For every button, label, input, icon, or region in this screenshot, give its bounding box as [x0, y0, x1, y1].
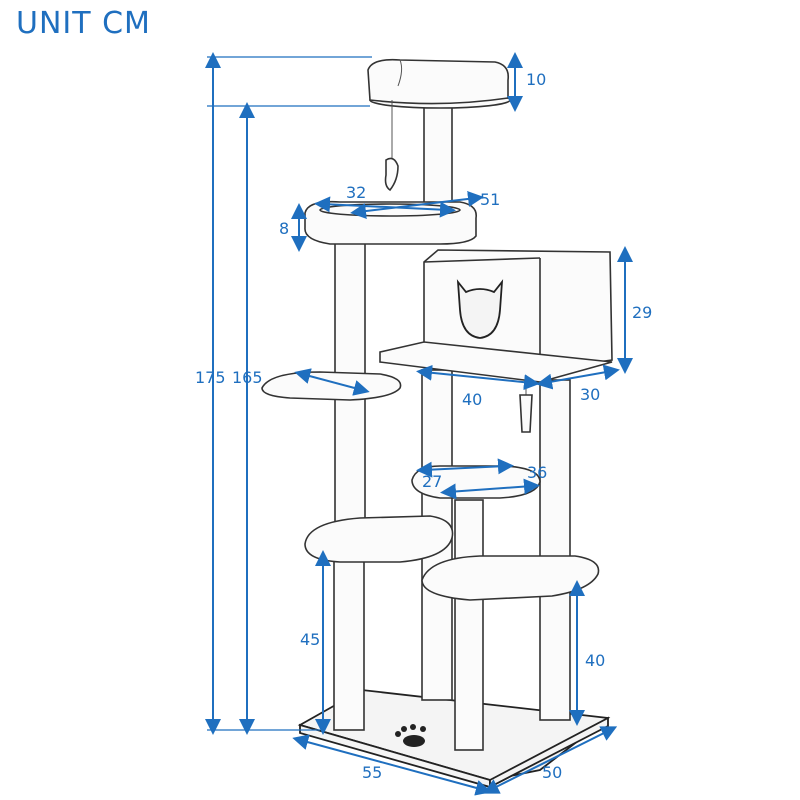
dim-small-platform-length	[416, 458, 514, 478]
label-condo-depth: 40	[462, 390, 482, 409]
label-small-platform-length: 36	[527, 463, 547, 482]
post-left-lower	[333, 554, 365, 731]
cat-tree-sketch	[261, 58, 613, 789]
label-base-width: 50	[542, 763, 562, 782]
dim-upper-platform-length	[350, 190, 484, 220]
dimension-labels: 10 32 51 8 29 175 165 40 30 27 36 45 40 …	[195, 70, 652, 782]
label-upper-platform-width: 32	[346, 183, 366, 202]
post-center-front	[454, 499, 484, 751]
left-middle-platform	[261, 371, 402, 401]
dim-base-length	[292, 734, 492, 796]
label-condo-width: 30	[580, 385, 600, 404]
dim-base-width	[482, 726, 618, 794]
post-right	[539, 379, 571, 721]
dim-small-platform-width	[440, 478, 540, 500]
top-perch	[367, 58, 510, 105]
label-lower-left-height: 45	[300, 630, 320, 649]
unit-title: UNIT CM	[16, 6, 151, 41]
lower-right-platform	[421, 555, 600, 601]
label-top-perch-height: 10	[526, 70, 546, 89]
label-post-height: 165	[232, 368, 263, 387]
label-small-platform-width: 27	[422, 472, 442, 491]
lower-left-platform	[304, 515, 454, 563]
post-top	[423, 104, 453, 206]
cat-head-opening-icon	[456, 279, 504, 339]
label-condo-height: 29	[632, 303, 652, 322]
dim-condo-depth	[416, 364, 540, 391]
dim-condo-width	[536, 364, 620, 390]
label-total-height: 175	[195, 368, 226, 387]
label-upper-platform-length: 51	[480, 190, 500, 209]
dimension-annotations	[205, 52, 633, 796]
label-lower-right-height: 40	[585, 651, 605, 670]
label-upper-platform-height: 8	[279, 219, 289, 238]
label-base-length: 55	[362, 763, 382, 782]
hanging-toy-icon	[384, 157, 399, 192]
